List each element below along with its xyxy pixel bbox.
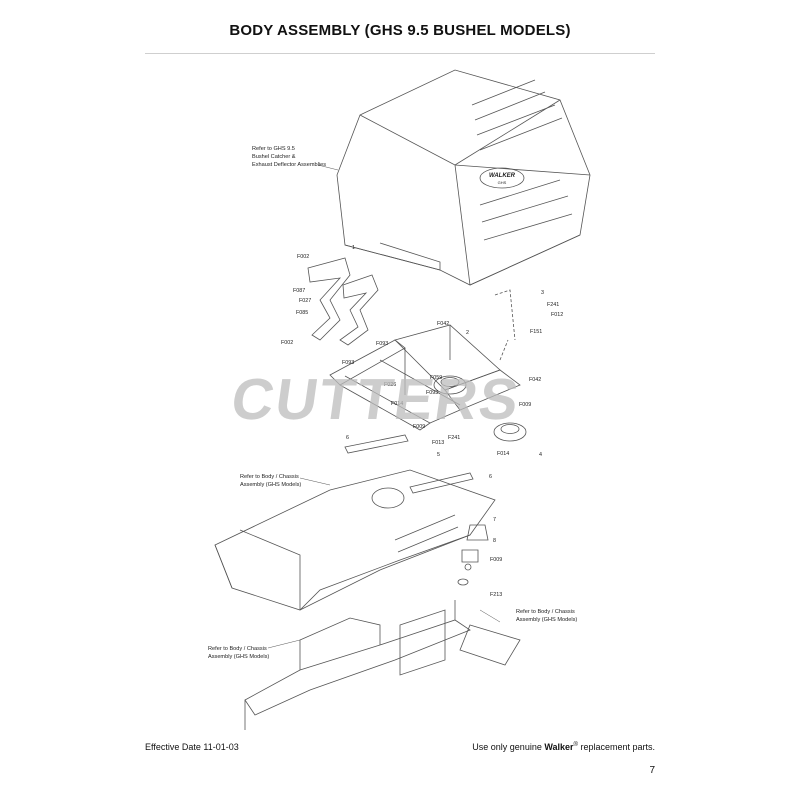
callout: F027 [299, 298, 311, 304]
brand-badge-subtext: GHS [498, 180, 507, 185]
callout: F151 [530, 329, 542, 335]
callout: 8 [493, 538, 496, 544]
callout: 7 [493, 517, 496, 523]
callout: F013 [432, 440, 444, 446]
callout: F059 [430, 375, 442, 381]
callout: F014 [497, 451, 509, 457]
callout: F009 [413, 424, 425, 430]
callout: F009 [490, 557, 502, 563]
callout: 6 [489, 474, 492, 480]
effective-date: Effective Date 11-01-03 [145, 742, 239, 752]
washer-f213 [457, 578, 469, 586]
ref-body-chassis-2: Refer to Body / Chassis Assembly (GHS Mo… [516, 609, 577, 623]
isolator-mount-4 [493, 422, 527, 442]
callout: F093 [342, 360, 354, 366]
title-divider [145, 53, 655, 54]
callout: F042 [529, 377, 541, 383]
svg-text:Assembly (GHS Models): Assembly (GHS Models) [516, 617, 577, 623]
callout: F093 [376, 341, 388, 347]
frame-assembly-2 [329, 324, 521, 431]
ref-catcher: Refer to GHS 9.5 Bushel Catcher & Exhaus… [252, 146, 326, 168]
genuine-parts-notice: Use only genuine Walker® replacement par… [472, 742, 655, 752]
watermark: CUTTERS [227, 367, 525, 432]
callout: F009 [519, 402, 531, 408]
body-chassis-deck [214, 469, 496, 611]
bumper-7 [466, 524, 489, 541]
nut-f009 [464, 563, 472, 571]
brand-badge-text: WALKER [489, 173, 516, 179]
ref-body-chassis-1: Refer to Body / Chassis Assembly (GHS Mo… [240, 474, 301, 488]
callout: F241 [547, 302, 559, 308]
callout: F002 [281, 340, 293, 346]
strip-6-lower [409, 472, 474, 494]
brand-name: Walker [544, 742, 574, 752]
callout: F213 [490, 592, 502, 598]
lower-chassis-frame [244, 600, 521, 730]
callout: 4 [539, 452, 542, 458]
callout: F014 [391, 401, 403, 407]
callout: 5 [437, 452, 440, 458]
isolator-mount-a [433, 375, 467, 395]
callout: F002 [297, 254, 309, 260]
callout: 6 [346, 435, 349, 441]
svg-text:Refer to Body / Chassis: Refer to Body / Chassis [208, 646, 267, 652]
bracket-8 [461, 549, 479, 563]
callout: F085 [296, 310, 308, 316]
svg-text:Refer to Body / Chassis: Refer to Body / Chassis [516, 609, 575, 615]
ref-body-chassis-3: Refer to Body / Chassis Assembly (GHS Mo… [208, 646, 269, 660]
svg-text:Bushel Catcher &: Bushel Catcher & [252, 154, 296, 160]
callout: 3 [541, 290, 544, 296]
callout: 2 [466, 330, 469, 336]
svg-text:Exhaust Deflector Assemblies: Exhaust Deflector Assemblies [252, 162, 326, 168]
callout: F042 [437, 321, 449, 327]
callout: F012 [551, 312, 563, 318]
svg-text:Assembly (GHS Models): Assembly (GHS Models) [240, 482, 301, 488]
part-callouts: 1 2 3 4 5 6 6 7 8 F002 F087 F027 F085 F0… [281, 245, 563, 598]
walker-badge [479, 167, 525, 189]
page-number: 7 [649, 765, 655, 776]
grass-catcher-hopper [336, 69, 591, 286]
callout: F087 [293, 288, 305, 294]
callout: F093 [426, 390, 438, 396]
bracket-1 [307, 257, 379, 346]
callout: F026 [384, 382, 396, 388]
svg-text:Assembly (GHS Models): Assembly (GHS Models) [208, 654, 269, 660]
callout: F241 [448, 435, 460, 441]
callout: 1 [352, 245, 355, 251]
page-title: BODY ASSEMBLY (GHS 9.5 BUSHEL MODELS) [229, 22, 571, 39]
svg-text:Refer to GHS 9.5: Refer to GHS 9.5 [252, 146, 295, 152]
strip-6-upper [344, 434, 409, 454]
svg-text:Refer to Body / Chassis: Refer to Body / Chassis [240, 474, 299, 480]
